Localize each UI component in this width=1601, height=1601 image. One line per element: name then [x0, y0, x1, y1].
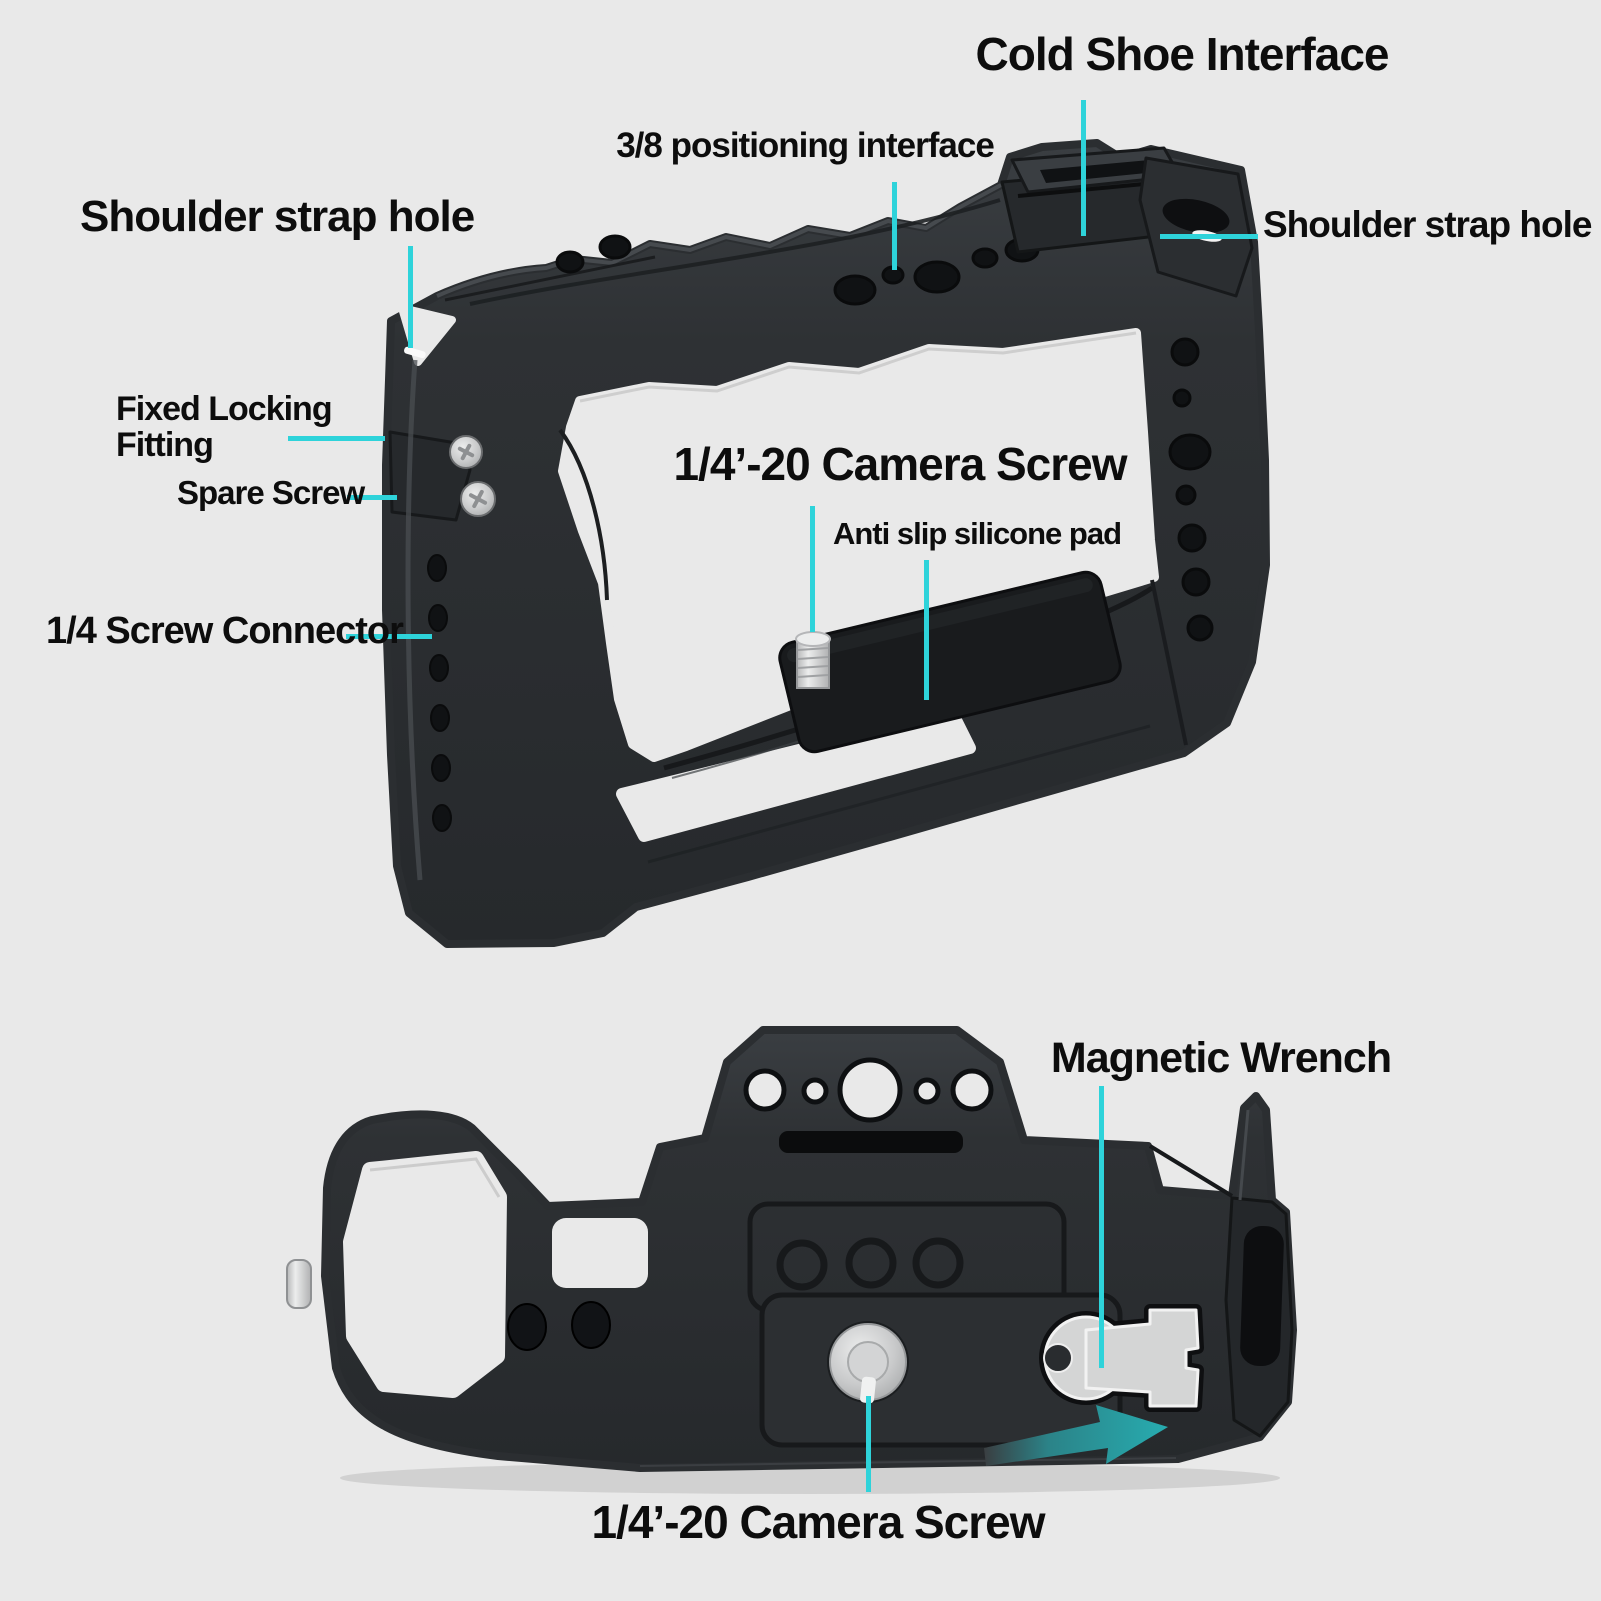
grip-highlight: [405, 359, 423, 881]
side-window-opening: [552, 1218, 648, 1288]
label-screw-connector: 1/4 Screw Connector: [46, 610, 404, 652]
boss-rings: [776, 1237, 964, 1291]
camera-screw-part: [795, 631, 831, 689]
teal-arrow-accent: [984, 1405, 1168, 1466]
leader-positioning-interface: [892, 182, 897, 270]
leader-camera-screw-bottom: [866, 1396, 871, 1492]
label-camera-screw: 1/4’-20 Camera Screw: [673, 438, 1127, 490]
leader-cold-shoe-interface: [1081, 100, 1086, 236]
camera-screw-bottom-part: [827, 1321, 909, 1404]
right-bar-seam: [1150, 579, 1188, 746]
bottom-view-illustration: [286, 1026, 1297, 1494]
top-plate-edge-highlight: [436, 183, 1002, 298]
top-plate-seam-left: [444, 255, 656, 302]
leader-shoulder-strap-hole-right: [1160, 234, 1258, 239]
label-spare-screw: Spare Screw: [177, 474, 365, 511]
fitting-screw: [449, 435, 483, 469]
right-bar-holes: [1168, 337, 1214, 642]
top-plate-seam: [469, 198, 1001, 306]
grip-loop-opening: [343, 1151, 507, 1398]
opening-shadow: [579, 331, 1137, 403]
leader-magnetic-wrench: [1099, 1086, 1104, 1368]
leader-spare-screw: [347, 495, 397, 500]
protrusion-holes: [743, 1057, 994, 1123]
right-block: [1224, 1109, 1294, 1438]
leader-screw-connector: [346, 634, 432, 639]
magnetic-wrench-part: [1039, 1304, 1204, 1412]
leader-camera-screw: [810, 506, 815, 632]
label-shoulder-strap-hole-left: Shoulder strap hole: [80, 192, 475, 241]
grip-screw-holes: [427, 554, 452, 832]
loop-opening-shadow: [369, 1157, 501, 1198]
left-pin: [286, 1259, 312, 1309]
label-magnetic-wrench: Magnetic Wrench: [1050, 1034, 1392, 1082]
label-anti-slip-pad: Anti slip silicone pad: [832, 516, 1122, 551]
label-cold-shoe-interface: Cold Shoe Interface: [975, 28, 1390, 80]
lower-rail-seam: [647, 724, 1151, 864]
strap-hole-glint: [404, 346, 426, 359]
leader-fixed-locking-fitting: [288, 436, 385, 441]
leader-shoulder-strap-hole-left: [408, 246, 413, 348]
shoulder-seam: [1148, 1144, 1234, 1198]
label-fixed-locking-fitting: Fixed Locking Fitting: [116, 390, 333, 464]
left-arm-holes: [507, 1301, 611, 1351]
bottom-shadow: [340, 1462, 1280, 1494]
anti-slip-silicone-pad: [778, 570, 1122, 754]
grip-thumb-shadow: [558, 428, 609, 601]
top-slot: [779, 1131, 963, 1153]
top-cage-illustration: [382, 139, 1270, 948]
spare-screw-part: [460, 481, 496, 517]
tab-highlight: [1238, 1109, 1250, 1201]
leader-anti-slip-pad: [924, 560, 929, 700]
label-positioning-interface: 3/8 positioning interface: [616, 126, 995, 165]
bottom-edge-highlight: [639, 1457, 1177, 1467]
label-camera-screw-bottom: 1/4’-20 Camera Screw: [591, 1496, 1045, 1548]
label-shoulder-strap-hole-right: Shoulder strap hole: [1263, 204, 1592, 245]
